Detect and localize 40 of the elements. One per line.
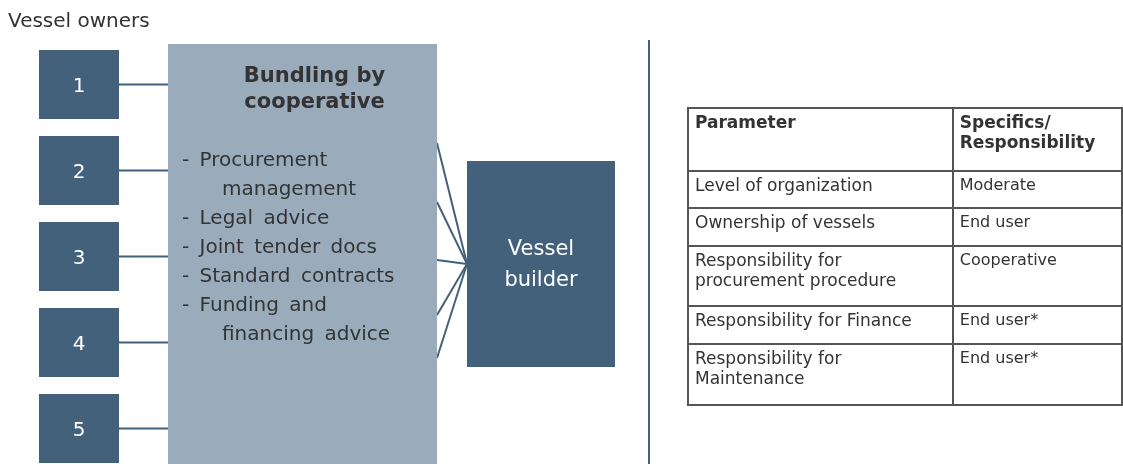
vessel-owner-box — [39, 50, 119, 119]
vessel-owner-box — [39, 222, 119, 291]
group-heading: Vessel owners — [8, 8, 150, 32]
header-cell: Parameter — [688, 108, 953, 171]
list-item: - Standard contracts — [182, 261, 396, 289]
box-number: 2 — [72, 157, 86, 185]
table-cell: Moderate — [952, 171, 1122, 208]
table-cell: Ownership of vessels — [688, 208, 953, 246]
box-number: 5 — [72, 415, 86, 443]
connector-line — [436, 259, 468, 265]
list-item: - Procurement management — [182, 145, 357, 202]
table-cell: Level of organization — [688, 171, 953, 208]
connector-line — [118, 169, 169, 172]
connector-line — [118, 255, 169, 258]
box-number: 4 — [72, 329, 86, 357]
table-cell: Responsibility for procurement procedure — [688, 246, 953, 306]
table-cell: Responsibility for Finance — [688, 306, 953, 344]
connector-line — [118, 83, 169, 86]
list-item: - Legal advice — [182, 203, 331, 231]
cooperative-box — [168, 44, 437, 464]
table-cell: End user* — [952, 306, 1122, 344]
box-number: 3 — [72, 243, 86, 271]
box-heading: Bundling by cooperative — [242, 62, 387, 115]
list-item: - Joint tender docs — [182, 232, 378, 260]
connector-line — [436, 263, 468, 316]
vessel-owner-box — [39, 136, 119, 205]
connector-line — [436, 201, 468, 265]
connector-line — [118, 427, 169, 430]
connector-line — [118, 341, 169, 344]
table-cell: Cooperative — [952, 246, 1122, 306]
vessel-owner-box — [39, 308, 119, 377]
vessel-builder-box — [467, 161, 615, 367]
list-item: - Funding and financing advice — [182, 290, 392, 347]
box-number: 1 — [72, 71, 86, 99]
header-cell: Specifics/ Responsibility — [952, 108, 1122, 171]
table-cell: Responsibility for Maintenance — [688, 344, 953, 405]
table-cell: End user — [952, 208, 1122, 246]
vessel-owner-box — [39, 394, 119, 463]
table-cell: End user* — [952, 344, 1122, 405]
box-label: Vessel builder — [503, 234, 579, 293]
